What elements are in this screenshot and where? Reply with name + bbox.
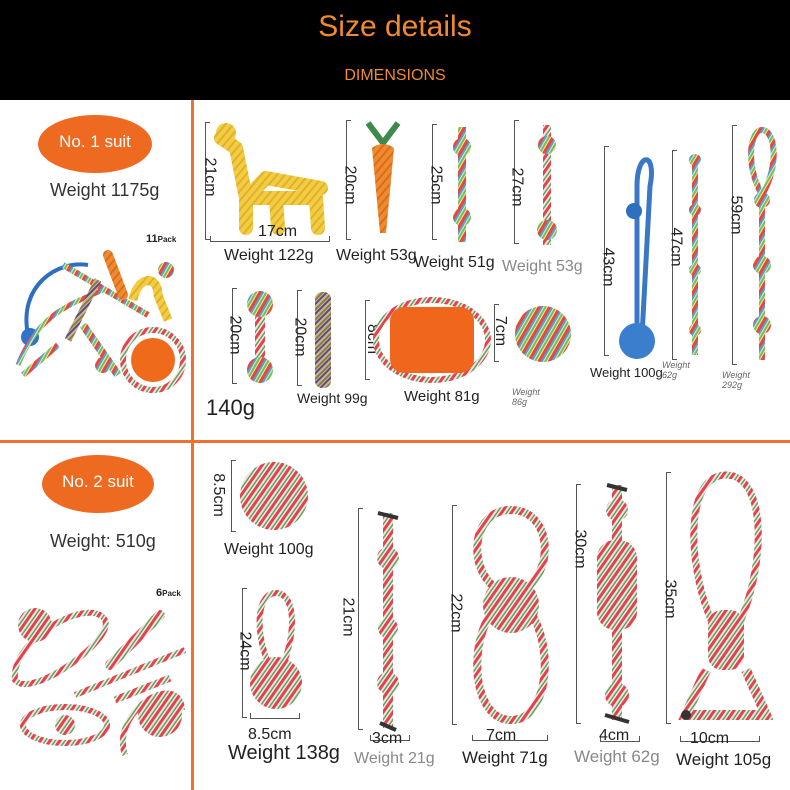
bluerope-height-bracket xyxy=(604,146,609,356)
s2-doubleloop-height-bracket xyxy=(452,505,457,725)
rope59-height-bracket xyxy=(732,125,737,365)
rope27-weight: Weight 53g xyxy=(502,258,583,275)
section-divider-vertical-top xyxy=(191,100,194,440)
rope27-height-bracket xyxy=(514,120,519,244)
s2-doubleloop-toy xyxy=(473,505,549,725)
rope25-weight: Weight 51g xyxy=(414,254,495,271)
rope59-weight: Weight 292g xyxy=(722,370,750,390)
s2-knotrope-width-bar xyxy=(370,735,410,741)
page-header: Size details DIMENSIONS xyxy=(0,0,790,100)
s2-knotrope-height-bracket xyxy=(358,508,363,730)
page-subtitle: DIMENSIONS xyxy=(344,67,446,84)
s2-ball-height-bracket xyxy=(231,460,236,532)
braid-height-bracket xyxy=(297,290,302,386)
giraffe-toy xyxy=(214,123,328,235)
s2-thickknot-height: 30cm xyxy=(571,529,589,569)
rope47-height-bracket xyxy=(672,150,677,360)
s2-loophandle-width: 10cm xyxy=(690,730,730,747)
rope25-toy xyxy=(453,127,471,242)
s2-ball-height: 8.5cm xyxy=(209,473,227,517)
carrot-height-bracket xyxy=(346,120,351,240)
s2-loopball-toy xyxy=(250,589,302,709)
s2-loopball-width: 8.5cm xyxy=(248,726,292,743)
rope25-height: 25cm xyxy=(427,165,445,205)
suit1-badge: No. 1 suit xyxy=(38,115,152,173)
section-divider-horizontal xyxy=(0,440,790,443)
rope47-weight: Weight 62g xyxy=(662,360,690,380)
s2-thickknot-toy xyxy=(597,483,637,724)
giraffe-height-bracket xyxy=(205,122,210,240)
boneknot-height-bracket xyxy=(232,288,237,384)
boneknot-toy xyxy=(247,291,273,383)
suit1-group-photo xyxy=(15,250,186,393)
s2-loopball-weight: Weight 138g xyxy=(228,742,340,764)
ball7-toy xyxy=(515,306,571,362)
s2-knotrope-weight: Weight 21g xyxy=(354,750,435,767)
rope27-height: 27cm xyxy=(508,167,526,207)
ball7-height: 7cm xyxy=(492,315,510,347)
giraffe-width: 17cm xyxy=(258,223,298,240)
carrot-toy xyxy=(365,121,401,233)
braid-toy xyxy=(315,292,331,388)
suit1-pack-word: Pack xyxy=(157,235,177,244)
frisbee-weight: Weight 81g xyxy=(404,388,480,405)
giraffe-weight: Weight 122g xyxy=(224,247,314,264)
suit1-pack-label: 11Pack xyxy=(146,233,176,245)
suit1-total-weight: Weight 1175g xyxy=(50,180,160,200)
s2-loophandle-height-bracket xyxy=(666,472,671,724)
suit2-pack-count: 6 xyxy=(156,587,163,599)
suit2-badge: No. 2 suit xyxy=(42,455,154,513)
rope27-toy xyxy=(537,125,557,245)
suit2-total-weight: Weight: 510g xyxy=(50,531,156,551)
braid-weight: Weight 99g xyxy=(297,390,368,406)
section-divider-vertical-bottom xyxy=(191,443,194,790)
suit1-pack-count: 11 xyxy=(146,233,158,245)
bluerope-weight: Weight 100g xyxy=(590,365,663,380)
s2-loophandle-weight: Weight 105g xyxy=(676,750,772,769)
s2-knotrope-toy xyxy=(377,511,399,732)
braid-height: 20cm xyxy=(291,317,309,357)
s2-thickknot-width-bar xyxy=(600,736,640,742)
ball7-weight: Weight 86g xyxy=(512,387,540,407)
s2-thickknot-width: 4cm xyxy=(599,727,630,744)
s2-knotrope-height: 21cm xyxy=(339,597,357,637)
s2-ball-toy xyxy=(240,462,308,530)
carrot-height: 20cm xyxy=(341,165,359,205)
boneknot-weight: 140g xyxy=(206,395,255,420)
s2-ball-weight: Weight 100g xyxy=(224,541,314,558)
rope59-toy xyxy=(748,126,777,360)
ball7-height-bracket xyxy=(494,304,499,362)
frisbee-toy xyxy=(373,297,491,383)
s2-knotrope-width: 3cm xyxy=(372,730,403,747)
suit2-group-photo xyxy=(11,608,187,756)
page-title: Size details xyxy=(318,10,472,43)
s2-doubleloop-weight: Weight 71g xyxy=(462,748,548,767)
rope25-height-bracket xyxy=(432,124,437,240)
bluerope-toy xyxy=(619,157,655,359)
s2-doubleloop-height: 22cm xyxy=(447,593,465,633)
frisbee-height-bracket xyxy=(365,300,370,380)
giraffe-width-bar xyxy=(210,236,330,242)
rope47-toy xyxy=(689,154,701,355)
s2-thickknot-weight: Weight 62g xyxy=(574,747,660,766)
suit2-pack-label: 6Pack xyxy=(156,587,181,599)
carrot-weight: Weight 53g xyxy=(336,247,417,264)
s2-doubleloop-width-bar xyxy=(472,735,548,741)
s2-doubleloop-width: 7cm xyxy=(486,727,517,744)
suit2-pack-word: Pack xyxy=(162,589,181,598)
s2-loophandle-toy xyxy=(678,471,774,720)
s2-loopball-width-bar xyxy=(250,713,300,719)
s2-thickknot-height-bracket xyxy=(576,484,581,724)
s2-loopball-height-bracket xyxy=(242,588,247,718)
s2-loophandle-width-bar xyxy=(680,736,760,742)
